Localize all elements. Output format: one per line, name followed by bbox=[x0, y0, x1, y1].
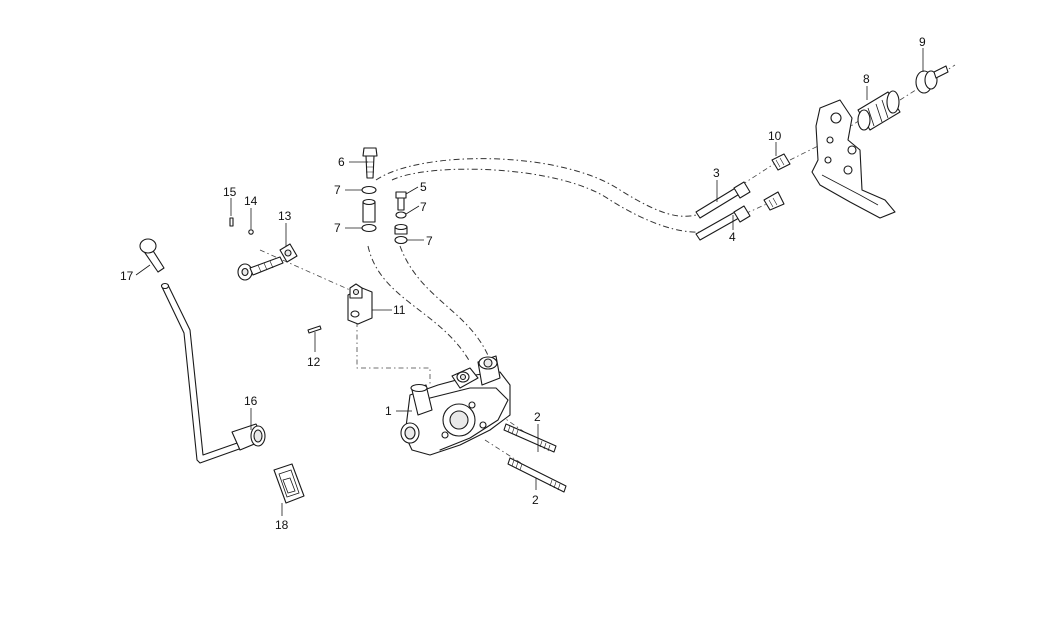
hydraulic-hoses bbox=[367, 158, 701, 363]
clevis-rod bbox=[237, 243, 298, 281]
callout-10: 10 bbox=[768, 129, 782, 143]
hydraulic-tube-upper bbox=[695, 181, 751, 219]
assembly-lines bbox=[259, 64, 956, 489]
banjo-bolt-top bbox=[362, 147, 378, 179]
callout-14: 14 bbox=[244, 194, 258, 208]
split-pin bbox=[229, 217, 234, 227]
linkage-block bbox=[347, 283, 373, 325]
banjo-bolt-small bbox=[395, 191, 407, 211]
control-valve-body bbox=[400, 355, 511, 456]
callout-labels: 1 2 2 3 4 5 6 7 7 7 7 7 8 9 10 11 12 13 … bbox=[120, 35, 926, 532]
adapter-fittings bbox=[763, 153, 791, 211]
callout-13: 13 bbox=[278, 209, 292, 223]
mounting-bracket bbox=[811, 99, 896, 219]
callout-11: 11 bbox=[393, 303, 406, 317]
hydraulic-tube-lower bbox=[695, 205, 751, 241]
callout-6: 6 bbox=[338, 155, 345, 169]
control-lever bbox=[160, 282, 266, 464]
o-rings bbox=[361, 185, 408, 245]
callout-7-b: 7 bbox=[334, 221, 341, 235]
callout-2-upper: 2 bbox=[534, 410, 541, 424]
rubber-boot bbox=[273, 463, 305, 504]
callout-9: 9 bbox=[919, 35, 926, 49]
leader-lines bbox=[135, 48, 924, 516]
callout-7-c: 7 bbox=[420, 200, 427, 214]
callout-15: 15 bbox=[223, 185, 237, 199]
callout-12: 12 bbox=[307, 355, 321, 369]
spacer-sleeves bbox=[362, 198, 408, 235]
callout-7-d: 7 bbox=[426, 234, 433, 248]
callout-4: 4 bbox=[729, 230, 736, 244]
callout-7-a: 7 bbox=[334, 183, 341, 197]
callout-1: 1 bbox=[385, 404, 392, 418]
dust-cap bbox=[915, 65, 949, 94]
callout-5: 5 bbox=[420, 180, 427, 194]
control-knob bbox=[139, 238, 165, 273]
callout-16: 16 bbox=[244, 394, 258, 408]
quick-coupler bbox=[857, 90, 901, 131]
small-nut bbox=[248, 229, 254, 235]
callout-17: 17 bbox=[120, 269, 134, 283]
roll-pin bbox=[307, 325, 322, 334]
mounting-studs bbox=[503, 423, 567, 493]
callout-18: 18 bbox=[275, 518, 289, 532]
callout-3: 3 bbox=[713, 166, 720, 180]
callout-2-lower: 2 bbox=[532, 493, 539, 507]
callout-8: 8 bbox=[863, 72, 870, 86]
